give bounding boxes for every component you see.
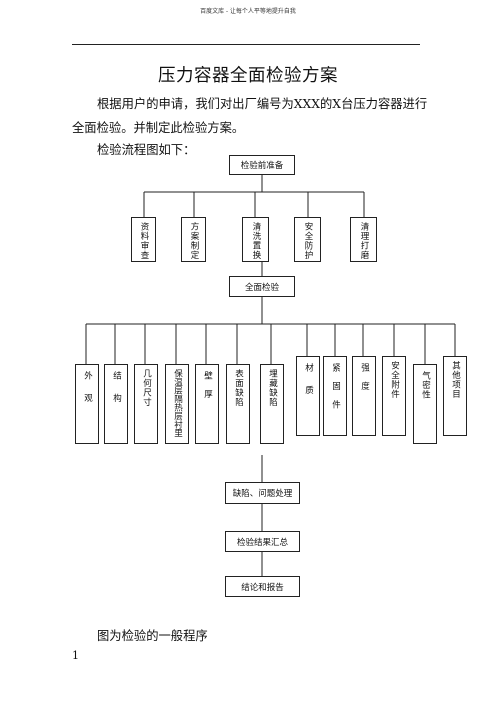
page-header: 百度文库 - 让每个人平等地提升自我: [200, 8, 296, 15]
prep-step-grinding: 清理打磨: [350, 217, 377, 262]
item-geometry: 几何尺寸: [134, 364, 158, 444]
item-strength: 强度: [352, 356, 376, 436]
flowchart-intro: 检验流程图如下：: [97, 143, 196, 157]
item-appearance: 外观: [75, 364, 99, 444]
prep-step-cleaning: 清洗置换: [242, 217, 269, 262]
flow-step-defect-handling: 缺陷、问题处理: [225, 482, 300, 504]
document-title: 压力容器全面检验方案: [158, 66, 338, 86]
item-insulation-lining: 保温层隔热层衬里: [165, 364, 189, 444]
figure-caption: 图为检验的一般程序: [97, 629, 208, 643]
prep-step-safety: 安全防护: [294, 217, 321, 262]
page-number: 1: [72, 649, 79, 662]
item-fasteners: 紧固件: [323, 356, 347, 436]
prep-step-plan: 方案制定: [181, 217, 206, 262]
item-buried-defects: 埋藏缺陷: [260, 364, 284, 444]
item-structure: 结构: [104, 364, 128, 444]
prep-step-document-review: 资料审查: [131, 217, 156, 262]
flow-step-conclusion-report: 结论和报告: [225, 576, 300, 597]
item-safety-accessories: 安全附件: [382, 356, 406, 436]
flow-step-full-inspection: 全面检验: [229, 276, 295, 297]
item-air-tightness: 气密性: [413, 364, 437, 444]
item-wall-thickness: 壁厚: [195, 364, 219, 444]
item-material: 材质: [296, 356, 320, 436]
item-surface-defects: 表面缺陷: [226, 364, 250, 444]
item-other: 其他项目: [443, 356, 467, 436]
flow-step-prepare: 检验前准备: [229, 155, 295, 175]
intro-paragraph: 根据用户的申请，我们对出厂编号为XXX的X台压力容器进行全面检验。并制定此检验方…: [72, 97, 428, 135]
flow-step-results-summary: 检验结果汇总: [225, 531, 300, 552]
header-rule: [72, 44, 420, 45]
